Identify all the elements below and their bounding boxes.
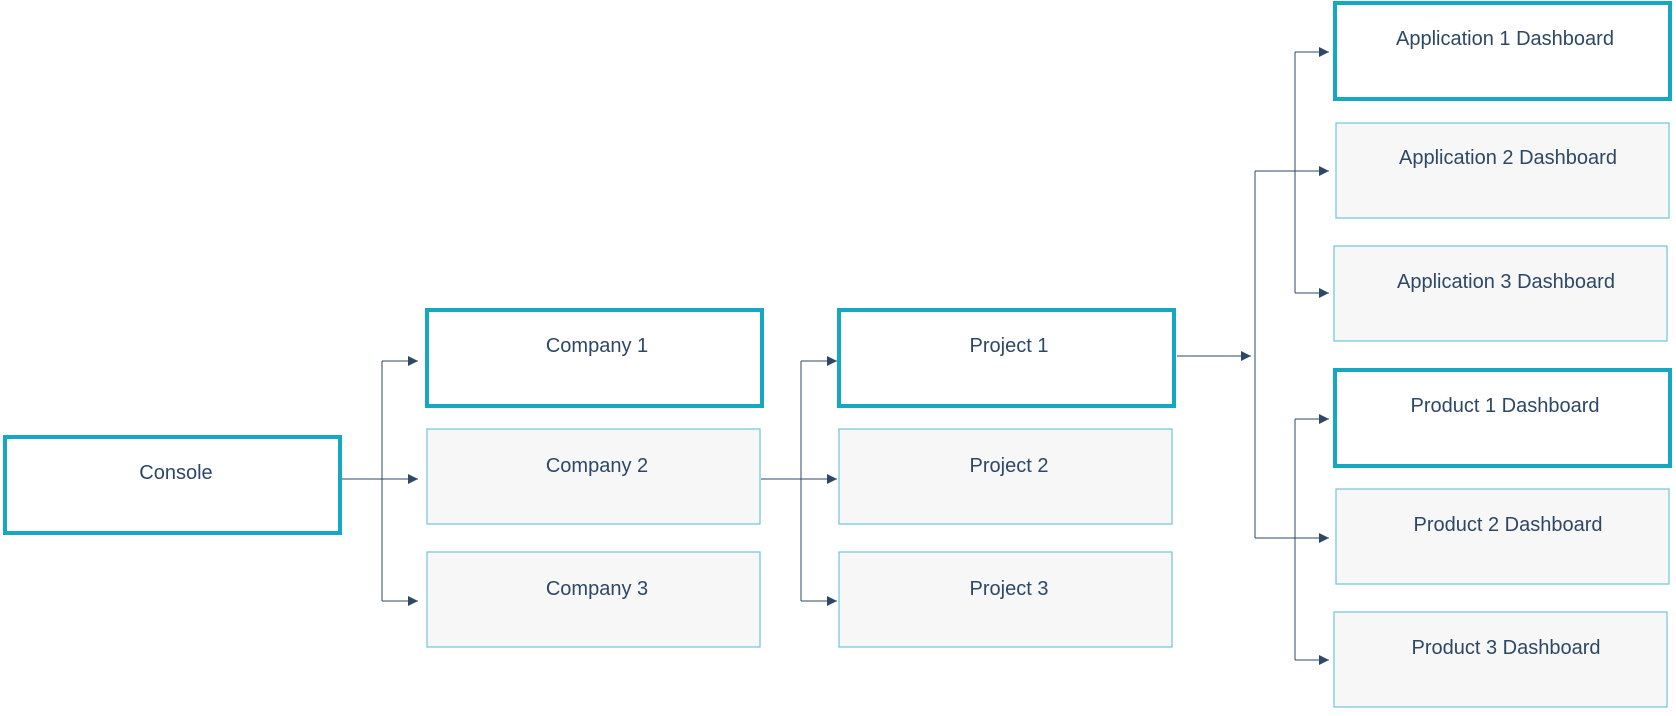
node-company-2[interactable]: Company 2 <box>426 428 761 525</box>
connector-console-to-companies <box>340 361 383 601</box>
node-label: Application 2 Dashboard <box>1399 147 1617 169</box>
node-project-3[interactable]: Project 3 <box>838 551 1173 648</box>
node-label: Project 2 <box>970 455 1049 477</box>
node-company-1[interactable]: Company 1 <box>425 308 764 408</box>
node-application-1-dashboard[interactable]: Application 1 Dashboard <box>1333 1 1672 101</box>
node-label: Project 3 <box>970 578 1049 600</box>
node-product-1-dashboard[interactable]: Product 1 Dashboard <box>1333 368 1672 468</box>
node-label: Company 1 <box>546 335 648 357</box>
node-company-3[interactable]: Company 3 <box>426 551 761 648</box>
node-product-3-dashboard[interactable]: Product 3 Dashboard <box>1333 611 1668 708</box>
node-label: Console <box>139 462 212 484</box>
node-product-2-dashboard[interactable]: Product 2 Dashboard <box>1335 488 1670 585</box>
node-label: Application 1 Dashboard <box>1396 28 1614 50</box>
node-label: Company 2 <box>546 455 648 477</box>
node-label: Company 3 <box>546 578 648 600</box>
node-project-1[interactable]: Project 1 <box>837 308 1176 408</box>
node-label: Application 3 Dashboard <box>1397 271 1615 293</box>
node-label: Project 1 <box>970 335 1049 357</box>
node-label: Product 2 Dashboard <box>1413 514 1602 536</box>
node-application-3-dashboard[interactable]: Application 3 Dashboard <box>1333 245 1668 342</box>
connector-company-to-projects <box>761 361 802 601</box>
node-application-2-dashboard[interactable]: Application 2 Dashboard <box>1335 122 1670 219</box>
node-label: Product 3 Dashboard <box>1411 637 1600 659</box>
node-label: Product 1 Dashboard <box>1410 395 1599 417</box>
node-project-2[interactable]: Project 2 <box>838 428 1173 525</box>
nodes: Console Company 1 Company 2 Company 3 Pr… <box>3 1 1672 708</box>
node-console[interactable]: Console <box>3 435 342 535</box>
connectors <box>340 47 1329 665</box>
